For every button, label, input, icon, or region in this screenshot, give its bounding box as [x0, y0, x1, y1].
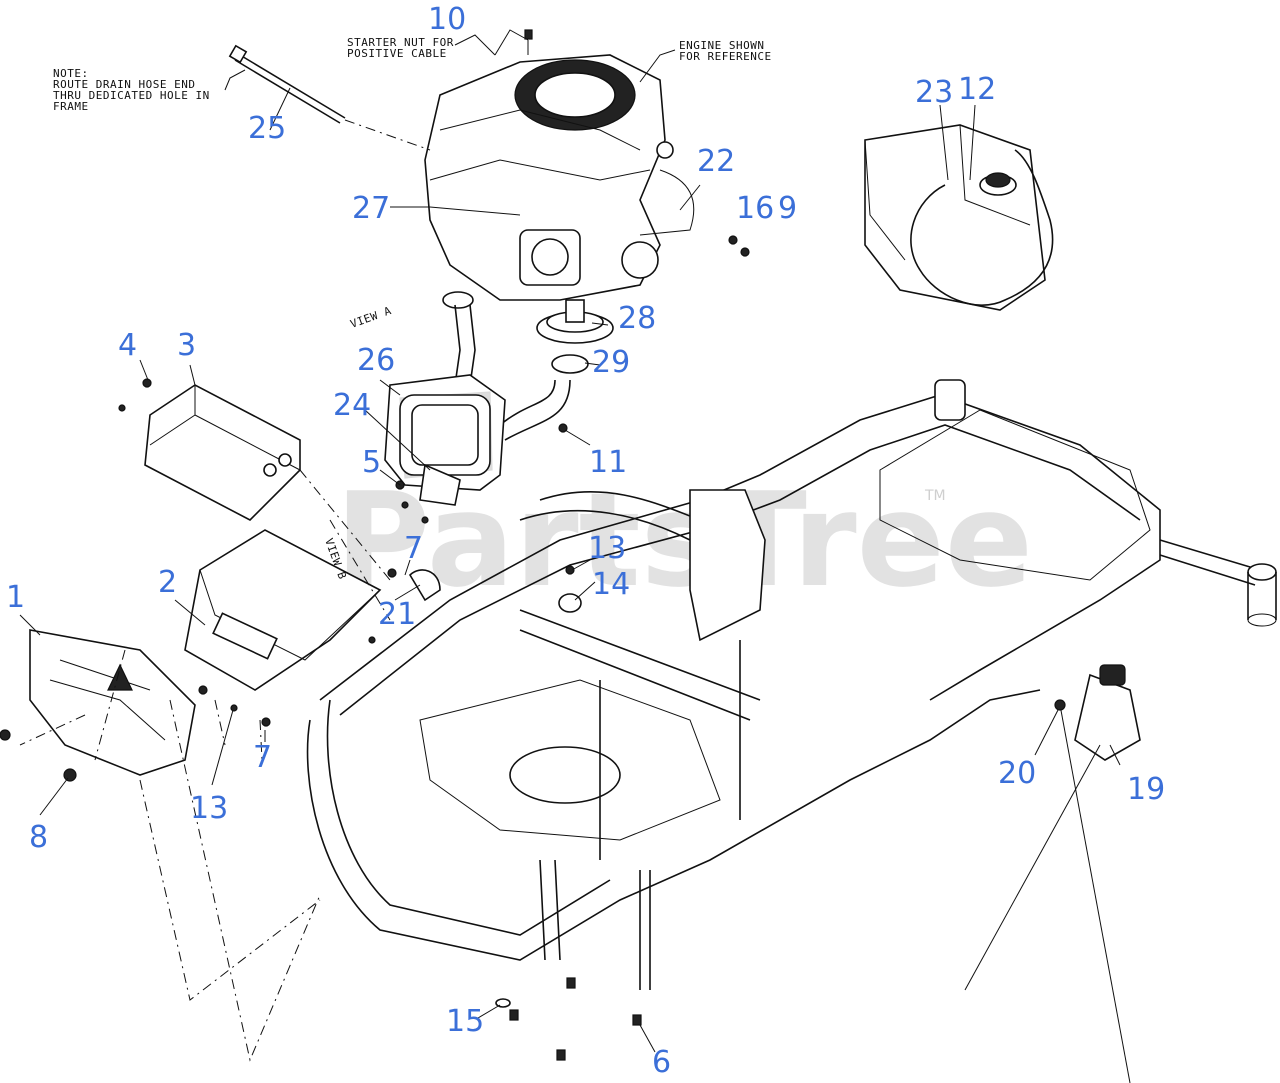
callout-25: 25: [248, 111, 286, 146]
callout-16: 16: [736, 191, 774, 226]
note-starter-line2: POSITIVE CABLE: [347, 47, 447, 60]
note-drain-line2: ROUTE DRAIN HOSE END: [53, 78, 195, 91]
callout-22: 22: [697, 144, 735, 179]
callout-11: 11: [589, 445, 627, 480]
note-drain-line4: FRAME: [53, 100, 89, 113]
callout-15: 15: [446, 1004, 484, 1039]
watermark-tm: TM: [924, 488, 946, 504]
note-drain-line3: THRU DEDICATED HOLE IN: [53, 89, 210, 102]
callout-29: 29: [592, 345, 630, 380]
callout-13-top: 13: [588, 531, 626, 566]
callout-27: 27: [352, 191, 390, 226]
callout-13-bottom: 13: [190, 791, 228, 826]
starter-nut-bolt: [524, 29, 533, 55]
heat-shield: [419, 463, 461, 506]
callout-14: 14: [592, 567, 630, 602]
note-view-a: VIEW A: [349, 304, 394, 331]
gasket: [442, 291, 474, 309]
reference-lines: [19, 119, 431, 1062]
callout-1: 1: [6, 580, 25, 615]
frame-bolts: [495, 977, 642, 1061]
callout-10: 10: [428, 2, 466, 37]
callout-20: 20: [998, 756, 1036, 791]
callout-7-bottom: 7: [253, 740, 272, 775]
callout-7-top: 7: [404, 531, 423, 566]
drain-hose: [228, 44, 346, 124]
callout-8: 8: [29, 820, 48, 855]
muffler: [384, 374, 506, 491]
callout-9: 9: [778, 191, 797, 226]
front-strut: [539, 859, 561, 961]
callout-19: 19: [1127, 772, 1165, 807]
callout-12: 12: [958, 72, 996, 107]
fuel-tank: [864, 124, 1054, 311]
rear-strut: [639, 870, 651, 990]
exhaust-pipe-right: [499, 379, 571, 441]
callout-23: 23: [915, 75, 953, 110]
battery-box: [144, 384, 301, 521]
callout-21: 21: [378, 597, 416, 632]
gasket: [551, 354, 589, 374]
callout-24: 24: [333, 388, 371, 423]
battery-tray: [184, 529, 382, 691]
small-hardware: [0, 235, 750, 782]
callout-28: 28: [618, 301, 656, 336]
exhaust-pipe: [454, 304, 476, 386]
callout-6: 6: [652, 1045, 671, 1080]
pulley: [536, 299, 614, 344]
throttle-control: [964, 664, 1141, 1083]
chassis-frame: [306, 379, 1277, 961]
cover-plate: [29, 629, 196, 776]
engine: [424, 54, 695, 301]
callout-3: 3: [177, 328, 196, 363]
note-starter-line1: STARTER NUT FOR: [347, 36, 454, 49]
note-engine-line2: FOR REFERENCE: [679, 50, 772, 63]
note-drain-line1: NOTE:: [53, 67, 89, 80]
leader-lines: [19, 29, 1121, 1053]
note-engine-line1: ENGINE SHOWN: [679, 39, 764, 52]
callout-26: 26: [357, 343, 395, 378]
callout-4: 4: [118, 328, 137, 363]
callout-2: 2: [158, 565, 177, 600]
callout-5: 5: [362, 445, 381, 480]
